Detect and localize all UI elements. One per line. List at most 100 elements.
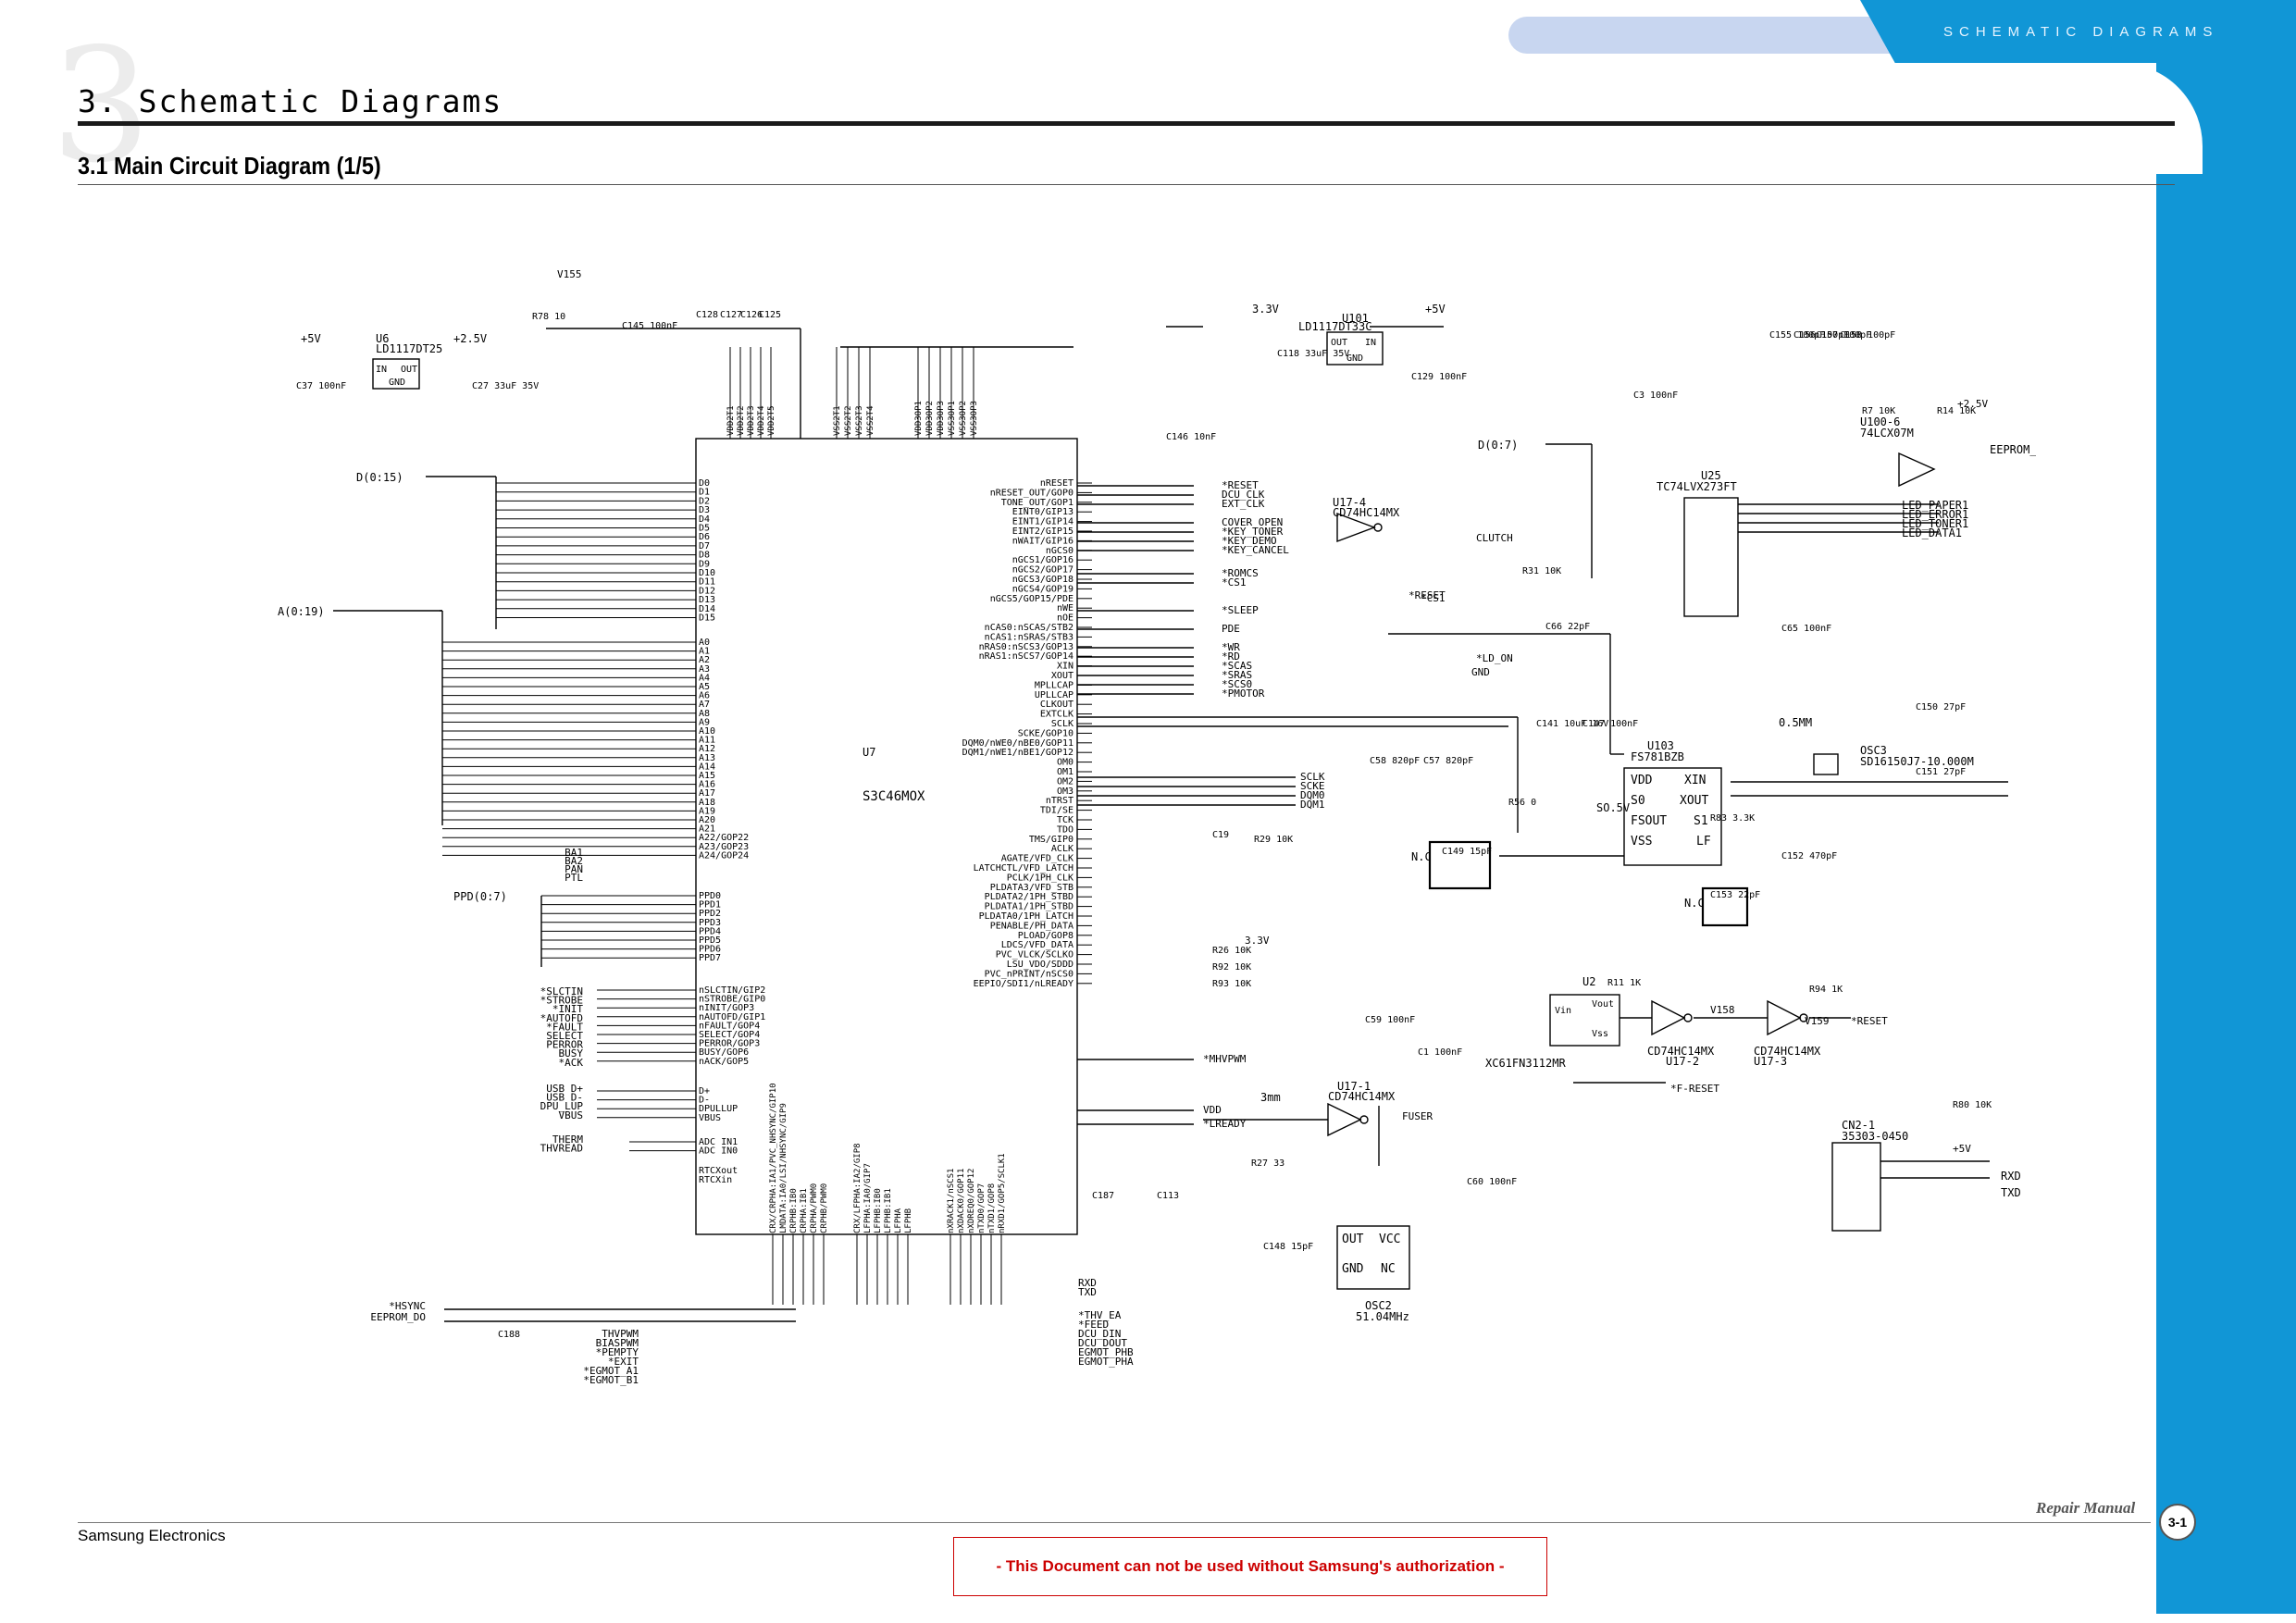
cpu-power-pin: VDD2T4 — [757, 405, 766, 436]
cpu-data-pin: D8 — [699, 551, 710, 561]
cpu-addr-pins: A0A1A2A3A4A5A6A7A8A9A10A11A12A13A14A15A1… — [699, 638, 749, 861]
rail-label: V159 — [1805, 1015, 1830, 1027]
cpu-ppd-pin: PPD4 — [699, 926, 721, 936]
eeprom-do-out: EEPROM_DO — [1990, 443, 2036, 456]
cpu-port-pin: nSLCTIN/GIP2 — [699, 985, 765, 996]
u103-s1: S1 — [1694, 814, 1708, 828]
section-rule — [78, 184, 2175, 185]
cpu-data-pin: D15 — [699, 613, 715, 624]
capacitor-label: C153 22pF — [1710, 890, 1760, 900]
cpu-addr-pin: A7 — [699, 700, 710, 710]
right-signal-label: EXT_CLK — [1222, 498, 1265, 510]
capacitor-label: C127 — [720, 310, 742, 320]
cpu-power-pin: VSS2T3 — [855, 405, 864, 436]
u101-gnd: GND — [1347, 353, 1363, 364]
cpu-addr-pin: A5 — [699, 682, 710, 692]
capacitor-label: C125 — [759, 310, 781, 320]
cpu-right-pin: LSU_VDO/SDDD — [1007, 960, 1074, 970]
cpu-data-pin: D12 — [699, 586, 715, 596]
resistor-label: R80 10K — [1953, 1100, 1992, 1110]
section-title: 3.1 Main Circuit Diagram (1/5) — [78, 152, 381, 180]
u6-ref: U6 — [376, 332, 389, 345]
left-signal-label: *AUTOFD — [540, 1012, 583, 1024]
osc2-out: OUT — [1342, 1233, 1364, 1246]
cpu-bottom-pin: nTXD0/GOP7 — [977, 1183, 987, 1233]
cpu-right-pin: nGCS2/GOP17 — [1012, 565, 1074, 576]
left-signal-label: *ACK — [559, 1057, 584, 1069]
led-data: LED_DATA1 — [1902, 527, 1962, 539]
addr-bus-label: A(0:19) — [278, 605, 325, 618]
right-signal-label: *CS1 — [1222, 576, 1247, 588]
cpu-bottom-pin: CRPHA/PWM0 — [810, 1183, 819, 1233]
capacitor-label: C65 100nF — [1781, 624, 1831, 634]
resistor-label: R14 10K — [1937, 406, 1976, 416]
u6-gnd: GND — [389, 378, 405, 388]
cpu-port-pin: BUSY/GOP6 — [699, 1047, 749, 1058]
cpu-addr-pin: A14 — [699, 762, 715, 772]
left-signal-label: PAN — [565, 863, 583, 875]
capacitor-label: C59 100nF — [1365, 1015, 1415, 1025]
right-signal-label: *RESET — [1222, 479, 1259, 491]
cpu-right-pin: PLDATA2/1PH_STBD — [985, 892, 1074, 902]
cpu-data-pin: D13 — [699, 595, 715, 605]
cpu-addr-pin: A1 — [699, 647, 710, 657]
cpu-right-pin: CLKOUT — [1040, 700, 1074, 710]
resistor-label: R92 10K — [1212, 962, 1251, 973]
cpu-right-pin: PVC_nPRINT/nSCS0 — [985, 969, 1074, 979]
cpu-power-pin: VSS3OP2 — [959, 401, 968, 436]
cpu-right-pin: OM2 — [1057, 776, 1074, 787]
cpu-right-pin: SCKE/GOP10 — [1018, 728, 1074, 738]
cpu-bottom-pin: LFPHA — [894, 1208, 903, 1233]
cpu-adc-pin: ADC IN0 — [699, 1146, 738, 1157]
u103-part: FS781BZB — [1631, 750, 1684, 763]
left-signal-label: THVREAD — [540, 1143, 583, 1155]
cpu-usb-pin: DPULLUP — [699, 1104, 738, 1114]
u101-part: LD1117DT33C — [1298, 320, 1371, 333]
left-signal-label: PERROR — [546, 1039, 583, 1051]
cpu-right-pin: TMS/GIP0 — [1029, 835, 1074, 845]
cpu-data-pin: D2 — [699, 496, 710, 506]
osc2-freq: 51.04MHz — [1356, 1310, 1409, 1323]
cn2-txd: TXD — [2001, 1186, 2021, 1199]
bottom-signals: THVPWMBIASPWM*PEMPTY*EXIT*EGMOT_A1*EGMOT… — [583, 1277, 1134, 1386]
cpu-addr-pin: A21 — [699, 824, 715, 835]
u2-ref: U2 — [1582, 975, 1595, 988]
u103-xin: XIN — [1684, 774, 1706, 787]
right-signal-label: *RD — [1222, 650, 1240, 663]
left-signal-label: BA1 — [565, 847, 583, 859]
u101-in-rail: +5V — [1425, 303, 1446, 316]
left-signal-label: USB D+ — [546, 1083, 583, 1095]
cpu-right-pin: nTRST — [1046, 796, 1074, 806]
reset-ic-u2-body — [1549, 994, 1620, 1047]
cpu-addr-pin: A4 — [699, 673, 710, 683]
cpu-ppd-pin: PPD3 — [699, 918, 721, 928]
bottom-signal-label: TXD — [1078, 1286, 1097, 1298]
cpu-bottom-pin: LMDATA:IA0/LSI/NHSYNC/GIP9 — [779, 1103, 788, 1233]
cpu-usb-pin: VBUS — [699, 1113, 721, 1123]
capacitor-label: C145 100nF — [622, 321, 677, 331]
capacitor-label: C57 820pF — [1423, 756, 1473, 766]
left-signal-label: THERM — [552, 1134, 583, 1146]
left-signal-label: BA2 — [565, 855, 583, 867]
led-error: LED_ERROR1 — [1902, 508, 1968, 521]
capacitor-label: C152 470pF — [1781, 851, 1837, 861]
cpu-addr-pin: A19 — [699, 806, 715, 816]
chapter-title: 3. Schematic Diagrams — [78, 83, 503, 119]
resistor-label: R93 10K — [1212, 979, 1251, 989]
right-signal-label: *SLEEP — [1222, 604, 1259, 616]
cpu-ppd-pin: PPD1 — [699, 900, 721, 911]
cpu-port-pin: SELECT/GOP4 — [699, 1030, 760, 1040]
cpu-ppd-pin: PPD6 — [699, 945, 721, 955]
footer-rule — [78, 1522, 2151, 1523]
cpu-bottom-pin: nRXD1/GOP5/SCLK1 — [998, 1153, 1007, 1233]
mm-label: 3mm — [1260, 1091, 1281, 1104]
u17-1-ref: U17-1 — [1337, 1080, 1371, 1093]
capacitor-label: C147 100nF — [1582, 719, 1638, 729]
cpu-power-pin: VDD2T2 — [737, 405, 746, 436]
cpu-addr-pin: A12 — [699, 744, 715, 754]
cpu-right-pin: nRAS1:nSCS7/GOP14 — [979, 651, 1074, 662]
